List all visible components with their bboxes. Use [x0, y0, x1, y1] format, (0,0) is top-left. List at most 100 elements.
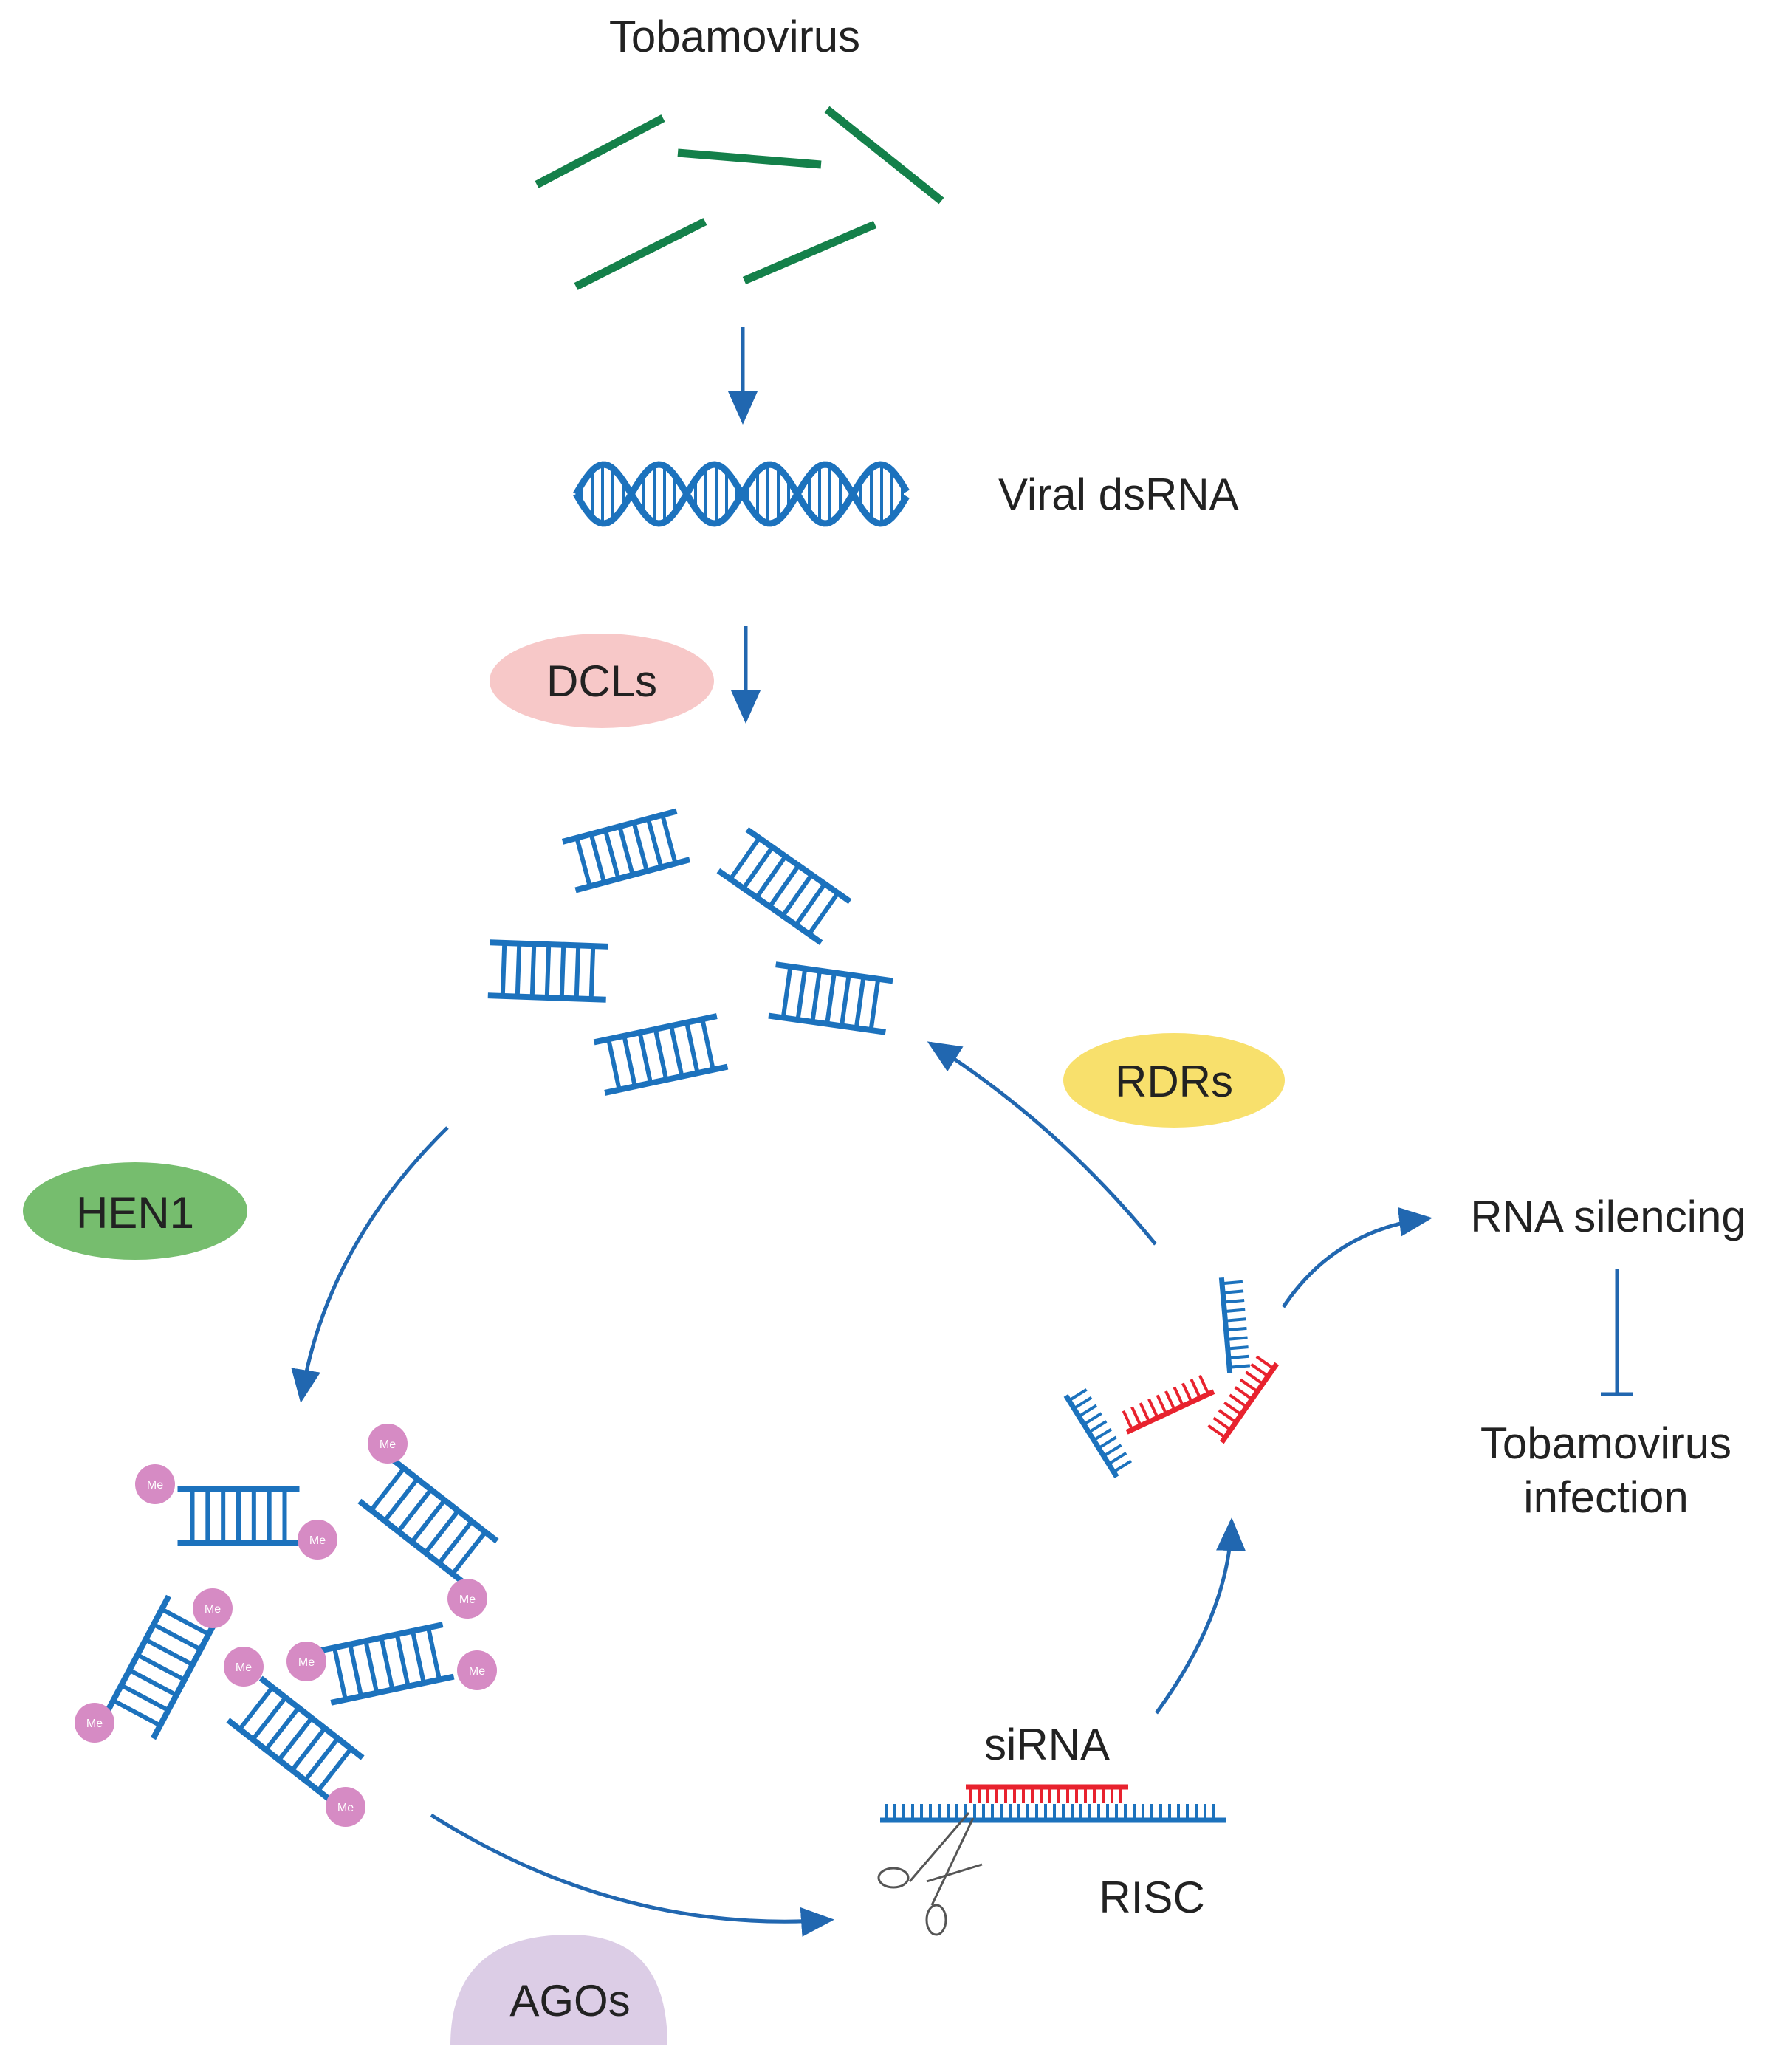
duplex-strand — [390, 1457, 499, 1544]
fragment-base — [1108, 1452, 1127, 1466]
duplex-rung — [741, 845, 775, 890]
duplex-rung — [807, 891, 840, 936]
fragment-base — [1227, 1345, 1249, 1351]
scissors-handle — [877, 1867, 910, 1889]
duplex-strand — [319, 1622, 444, 1654]
rna-duplex-icon — [487, 939, 608, 1003]
methyl-label: Me — [469, 1665, 485, 1678]
duplex-rung — [588, 946, 596, 1000]
fragment-base — [1212, 1416, 1232, 1431]
duplex-rung — [868, 978, 881, 1031]
methyl-label: Me — [459, 1594, 476, 1606]
duplex-rung — [382, 1478, 419, 1523]
arrow-methylated-to-risc — [430, 1813, 834, 1937]
duplex-rung — [120, 1683, 170, 1712]
label-hen1: HEN1 — [76, 1188, 194, 1238]
duplex-rung — [637, 1032, 653, 1084]
methyl-circle — [193, 1588, 233, 1628]
rdrs-ellipse — [1063, 1033, 1285, 1128]
methyl-group-icon: Me — [193, 1588, 233, 1628]
duplex-rung — [854, 976, 866, 1029]
fragment-base — [1190, 1379, 1201, 1399]
duplex-rung — [397, 1488, 433, 1533]
duplex-rung — [450, 1530, 487, 1576]
fragment-base — [1156, 1394, 1168, 1415]
methyl-circle — [368, 1424, 408, 1464]
virus-rod — [742, 220, 877, 285]
methyl-label: Me — [337, 1802, 354, 1814]
fragment-base — [1250, 1362, 1269, 1378]
duplex-rung — [660, 814, 678, 865]
duplex-rung — [500, 942, 507, 996]
fragment-base — [1088, 1420, 1108, 1434]
duplex-strand — [561, 808, 678, 845]
rna-fragment — [1207, 1355, 1280, 1444]
duplex-rung — [303, 1737, 340, 1782]
methyl-label: Me — [309, 1534, 326, 1547]
label-infection-line2: infection — [1523, 1472, 1688, 1522]
virus-rod — [574, 218, 707, 290]
duplex-rung — [379, 1637, 395, 1690]
duplex-rung — [755, 855, 788, 899]
duplex-rung — [332, 1647, 348, 1701]
fragment-base — [1229, 1364, 1251, 1369]
duplex-rung — [780, 966, 793, 1018]
fragment-base — [1226, 1336, 1248, 1341]
duplex-rung — [559, 944, 566, 998]
methyl-group-icon: Me — [457, 1650, 497, 1690]
rna-duplex-icon — [561, 808, 691, 893]
fragment-base — [1229, 1393, 1248, 1408]
double-helix-icon — [573, 461, 910, 527]
scissors-blade — [926, 1863, 983, 1883]
label-infection-line1: Tobamovirus — [1480, 1419, 1731, 1468]
fragment-base — [1222, 1289, 1244, 1294]
methyl-group-icon: Me — [368, 1424, 408, 1464]
methyl-circle — [224, 1647, 264, 1687]
fragment-base — [1113, 1459, 1133, 1474]
methyl-circle — [298, 1520, 337, 1560]
duplex-rung — [277, 1716, 314, 1762]
fragment-base — [1223, 1401, 1243, 1416]
fragment-base — [1207, 1424, 1226, 1439]
methyl-group-icon: Me — [286, 1642, 326, 1681]
duplex-rung — [348, 1644, 364, 1697]
duplex-strand — [716, 868, 823, 945]
fragment-base — [1226, 1326, 1247, 1332]
scissors-icon — [877, 1812, 983, 1936]
fragment-base — [1245, 1371, 1264, 1385]
duplex-rung — [668, 1025, 684, 1077]
duplex-strand — [357, 1498, 467, 1585]
methyl-group-icon: Me — [326, 1787, 365, 1827]
scissors-blade — [930, 1817, 975, 1906]
scissors-blade — [908, 1812, 970, 1882]
duplex-rung — [768, 864, 800, 908]
virus-rod — [824, 106, 944, 205]
duplex-rung — [622, 1035, 637, 1087]
rna-duplex-icon — [593, 1013, 729, 1096]
duplex-rung — [369, 1466, 406, 1512]
virus-rod — [535, 114, 665, 188]
duplex-rung — [631, 822, 650, 872]
duplex-rung — [780, 873, 814, 917]
fragment-base — [1228, 1354, 1249, 1360]
fragment-base — [1073, 1396, 1093, 1410]
title-tobamovirus: Tobamovirus — [609, 12, 860, 61]
methyl-label: Me — [236, 1661, 252, 1674]
fragment-base — [1139, 1402, 1151, 1423]
rna-fragment — [1063, 1388, 1133, 1478]
fragment-base — [1082, 1412, 1102, 1426]
duplex-rung — [144, 1637, 194, 1667]
arrow-risc-to-fragments — [1154, 1517, 1246, 1715]
methyl-circle — [75, 1703, 114, 1743]
fragment-base — [1098, 1435, 1117, 1450]
duplex-strand — [745, 827, 852, 905]
fragment-base — [1221, 1280, 1243, 1286]
label-risc: RISC — [1099, 1873, 1204, 1922]
virus-rod-icon — [535, 106, 944, 290]
duplex-rung — [653, 1029, 669, 1080]
methylated-rna-duplex — [226, 1675, 365, 1802]
label-rdrs: RDRs — [1115, 1057, 1233, 1106]
duplex-strand — [574, 857, 691, 893]
inhibition-symbol — [1601, 1269, 1633, 1396]
